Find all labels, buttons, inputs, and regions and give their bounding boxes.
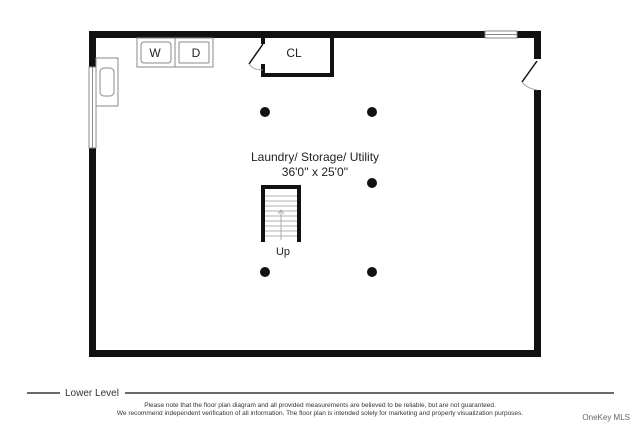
room-name-label: Laundry/ Storage/ Utility (250, 150, 380, 164)
wall-right-lower (534, 90, 541, 357)
column (367, 178, 377, 188)
support-columns (260, 107, 377, 277)
room-dimensions-label: 36'0'' x 25'0'' (281, 165, 349, 179)
washer-label: W (149, 46, 161, 60)
disclaimer-line-1: Please note that the floor plan diagram … (144, 402, 496, 409)
washer (136, 37, 176, 68)
wall-left-lower (89, 148, 96, 357)
stairs (261, 185, 301, 242)
mls-watermark: OneKey MLS (582, 413, 630, 422)
closet-label: CL (286, 46, 302, 60)
exterior-door (521, 60, 538, 91)
column (367, 267, 377, 277)
level-label: Lower Level (65, 388, 119, 399)
column (367, 107, 377, 117)
wall-bottom (89, 350, 541, 357)
disclaimer-line-2: We recommend independent verification of… (116, 410, 524, 417)
closet (248, 38, 334, 77)
stairs-up-label: Up (275, 246, 291, 258)
wall-right-upper (534, 31, 541, 59)
closet-door-swing (248, 63, 264, 71)
wall-left-upper (89, 31, 96, 67)
dryer (174, 37, 214, 68)
column (260, 107, 270, 117)
wall-top-right (517, 31, 541, 38)
dryer-label: D (191, 46, 201, 60)
closet-door-leaf (248, 43, 264, 65)
column (260, 267, 270, 277)
window-left (88, 66, 97, 149)
wall-top-left (89, 31, 485, 38)
stairs-arrow-icon (277, 209, 285, 240)
exterior-walls (89, 31, 541, 357)
utility-sink (95, 57, 119, 107)
window-top (484, 30, 518, 39)
